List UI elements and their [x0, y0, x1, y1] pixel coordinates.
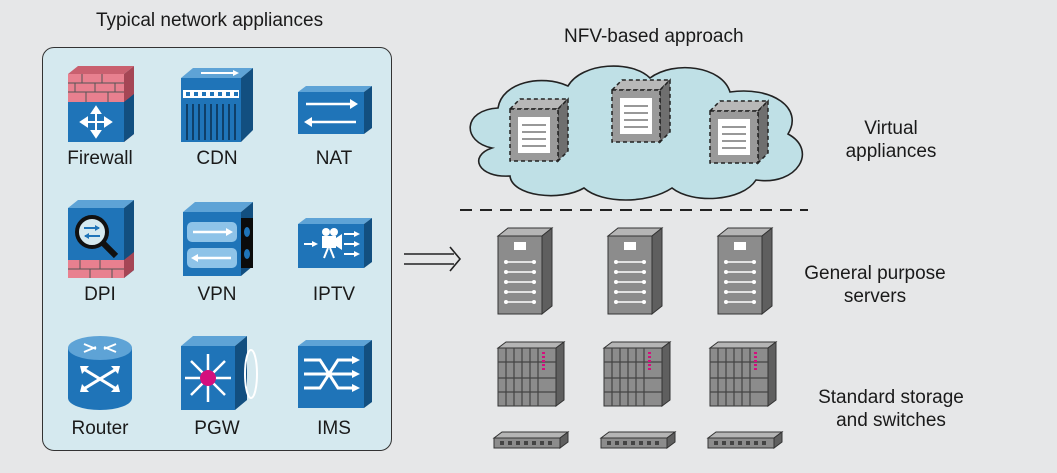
nat-icon [298, 86, 372, 134]
pgw-icon [181, 336, 258, 410]
appliances-panel: Firewall CDN [42, 47, 392, 451]
label-line: servers [843, 286, 907, 307]
right-title: NFV-based approach [564, 26, 744, 47]
appliance-vpn: VPN [162, 198, 272, 306]
virtual-appliances-label: Virtual appliances [836, 117, 946, 163]
server-icon [496, 226, 554, 316]
ims-icon [298, 340, 372, 408]
appliance-nat: NAT [279, 64, 389, 170]
server-icon [606, 226, 664, 316]
router-icon [68, 336, 132, 410]
left-title: Typical network appliances [96, 10, 324, 31]
appliance-dpi: DPI [45, 198, 155, 306]
dpi-icon [68, 200, 134, 278]
appliance-label: PGW [194, 418, 240, 439]
appliance-label: DPI [84, 284, 116, 305]
server-icon [716, 226, 774, 316]
appliance-cdn: CDN [162, 64, 272, 170]
label-line: appliances [845, 141, 937, 162]
appliance-label: VPN [197, 284, 237, 305]
appliance-label: IMS [317, 418, 351, 439]
double-arrow-icon [404, 246, 462, 272]
label-line: Virtual [864, 118, 918, 139]
virtual-appliance-icon [610, 78, 672, 144]
label-line: Standard storage [818, 387, 964, 408]
servers-label: General purpose servers [800, 262, 950, 308]
appliance-label: Router [71, 418, 129, 439]
appliance-label: CDN [196, 148, 238, 169]
switch-icon [706, 431, 784, 449]
separator-line [460, 209, 808, 211]
storage-icon [496, 341, 566, 407]
cdn-icon [181, 68, 253, 142]
appliance-ims: IMS [279, 332, 389, 440]
switch-icon [599, 431, 677, 449]
switch-icon [492, 431, 570, 449]
appliance-label: IPTV [312, 284, 356, 305]
appliance-pgw: PGW [162, 332, 272, 440]
vpn-icon [183, 202, 253, 276]
appliance-label: NAT [315, 148, 353, 169]
iptv-icon [298, 218, 372, 268]
label-line: and switches [836, 410, 946, 431]
storage-switches-label: Standard storage and switches [798, 386, 984, 432]
virtual-appliance-icon [708, 99, 770, 165]
label-line: General purpose [804, 263, 946, 284]
virtual-appliance-icon [508, 97, 570, 163]
appliance-label: Firewall [67, 148, 133, 169]
appliance-iptv: IPTV [279, 198, 389, 306]
storage-icon [602, 341, 672, 407]
firewall-icon [68, 66, 134, 142]
storage-icon [708, 341, 778, 407]
appliance-firewall: Firewall [45, 64, 155, 170]
appliance-router: Router [45, 332, 155, 440]
